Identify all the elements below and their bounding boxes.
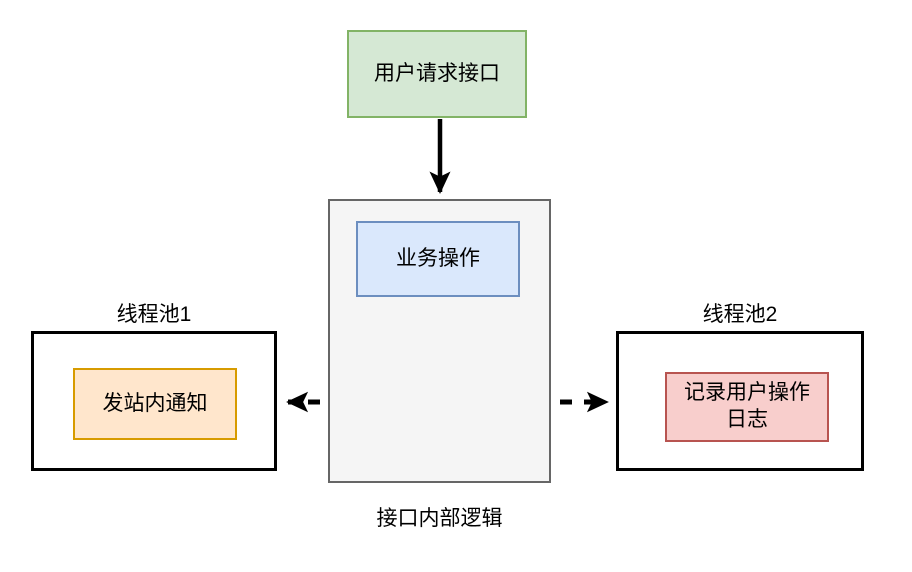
- interface-logic-caption: 接口内部逻辑: [376, 507, 503, 530]
- node-operation-log[interactable]: 记录用户操作 日志: [665, 372, 829, 442]
- node-site-notification[interactable]: 发站内通知: [73, 368, 237, 440]
- node-business-operation[interactable]: 业务操作: [356, 221, 520, 297]
- node-user-request[interactable]: 用户请求接口: [347, 30, 527, 118]
- thread-pool-1-label: 线程池1: [116, 303, 192, 326]
- thread-pool-2-label: 线程池2: [702, 303, 778, 326]
